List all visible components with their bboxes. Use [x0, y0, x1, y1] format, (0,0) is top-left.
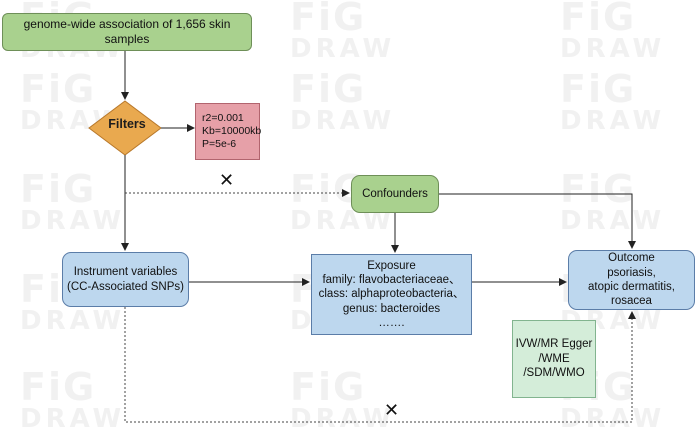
outcome-title: Outcome: [608, 252, 655, 265]
outcome-rosacea: rosacea: [611, 295, 652, 308]
instrument-subtitle: (CC-Associated SNPs): [67, 280, 184, 293]
source-label: genome-wide association of 1,656 skin sa…: [23, 17, 231, 46]
threshold-kb: Kb=10000kb: [202, 124, 262, 137]
exposure-family: family: flavobacteriaceae、: [322, 273, 461, 286]
thresholds-box: r2=0.001 Kb=10000kb P=5e-6: [195, 103, 262, 160]
method-wme: /WME: [538, 352, 570, 365]
threshold-r2: r2=0.001: [202, 111, 244, 124]
edge-confounders-to-outcome: [439, 193, 636, 249]
method-sdm-wmo: /SDM/WMO: [523, 367, 585, 380]
method-ivw-mr-egger: IVW/MR Egger: [515, 338, 593, 351]
blocked-path-icon: ✕: [219, 170, 235, 191]
exposure-genus: genus: bacteroides: [342, 302, 441, 315]
confounders-box: Confounders: [351, 175, 439, 213]
threshold-p: P=5e-6: [202, 138, 237, 151]
outcome-psoriasis: psoriasis,: [607, 266, 656, 279]
blocked-path-icon: ✕: [384, 400, 400, 421]
confounders-label: Confounders: [362, 187, 428, 200]
exposure-title: Exposure: [367, 259, 416, 272]
instrument-title: Instrument variables: [73, 266, 178, 279]
methods-box: IVW/MR Egger /WME /SDM/WMO: [512, 320, 596, 398]
filters-label: Filters: [108, 117, 146, 131]
instrument-box: Instrument variables (CC-Associated SNPs…: [62, 252, 189, 307]
edge-instrument-to-outcome: [124, 307, 636, 423]
source-box: genome-wide association of 1,656 skin sa…: [2, 13, 252, 51]
outcome-box: Outcome psoriasis, atopic dermatitis, ro…: [568, 250, 695, 310]
exposure-ellipsis: …….: [378, 317, 405, 330]
outcome-atopic-dermatitis: atopic dermatitis,: [588, 281, 675, 293]
exposure-box: Exposure family: flavobacteriaceae、 clas…: [311, 254, 472, 335]
exposure-class: class: alphaproteobacteria、: [318, 288, 465, 301]
